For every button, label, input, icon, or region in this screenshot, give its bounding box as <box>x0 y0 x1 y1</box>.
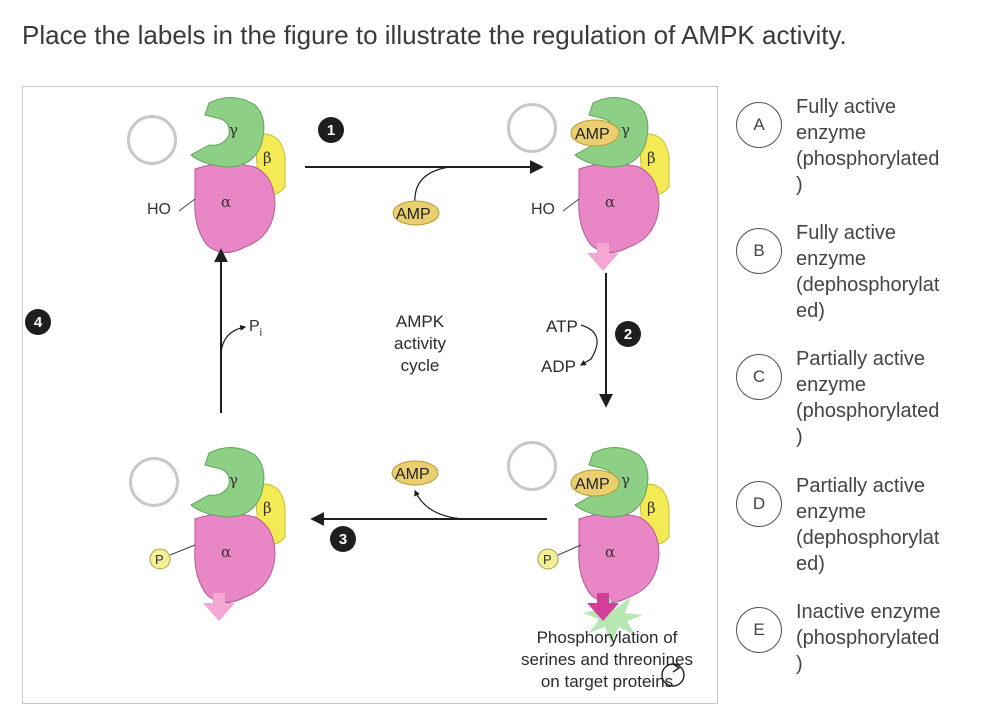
answer-letter: A <box>736 102 782 148</box>
beta-symbol: β <box>647 499 656 517</box>
step-number-4: 4 <box>25 309 51 335</box>
free-amp-in <box>392 200 440 226</box>
gamma-symbol: γ <box>621 471 630 489</box>
beta-symbol: β <box>263 149 272 167</box>
free-amp-out-label: AMP <box>395 466 430 483</box>
caption-line1: Phosphorylation of <box>536 628 678 647</box>
beta-symbol: β <box>263 499 272 517</box>
enzyme-bottom-right <box>537 447 670 643</box>
caption-line2: serines and threonines <box>520 650 693 669</box>
alpha-symbol: α <box>605 193 615 211</box>
cycle-label-line2: activity <box>394 334 446 353</box>
step-number-1: 1 <box>318 117 344 143</box>
alpha-symbol: α <box>221 193 231 211</box>
pi-label: Pi <box>249 318 262 339</box>
drop-target-top-right[interactable] <box>507 103 557 153</box>
alpha-symbol: α <box>221 543 231 561</box>
pi-subscript: i <box>260 327 262 339</box>
ampk-cycle-figure: γ β α HO AMP γ β α HO γ β α P <box>22 86 718 704</box>
gamma-symbol: γ <box>229 121 238 139</box>
alpha-symbol: α <box>605 543 615 561</box>
free-amp-out <box>391 460 439 486</box>
answer-text: Fully active enzyme (phosphorylated) <box>796 96 940 196</box>
gamma-symbol: γ <box>621 121 630 139</box>
pi-p: P <box>249 318 260 335</box>
caption-line3: on target proteins <box>540 672 674 691</box>
phosphate-label: P <box>155 552 164 567</box>
amp-bound-label: AMP <box>575 476 610 493</box>
gamma-symbol: γ <box>229 471 238 489</box>
ho-label: HO <box>531 201 555 218</box>
answer-letter: B <box>736 228 782 274</box>
amp-bound-label: AMP <box>575 126 610 143</box>
enzyme-top-left <box>190 97 286 253</box>
figure-drawing: γ β α HO AMP γ β α HO γ β α P <box>147 97 685 687</box>
cycle-center-label: AMPK activity cycle <box>375 311 465 377</box>
cycle-label-line3: cycle <box>400 356 440 375</box>
answer-letter: D <box>736 481 782 527</box>
answer-letter: E <box>736 607 782 653</box>
free-amp-in-label: AMP <box>396 206 431 223</box>
enzyme-top-right <box>570 97 670 271</box>
atp-label: ATP <box>546 317 578 336</box>
drop-target-top-left[interactable] <box>127 115 177 165</box>
drop-target-bottom-left[interactable] <box>129 457 179 507</box>
enzyme-bottom-left <box>149 447 286 621</box>
beta-symbol: β <box>647 149 656 167</box>
step-number-2: 2 <box>615 321 641 347</box>
phosphorylation-caption: Phosphorylation of serines and threonine… <box>507 627 707 693</box>
step-number-3: 3 <box>330 526 356 552</box>
answer-text: Partially active enzyme (dephosphorylate… <box>796 475 940 575</box>
phosphate-label: P <box>543 552 552 567</box>
question-prompt: Place the labels in the figure to illust… <box>22 20 847 50</box>
adp-label: ADP <box>541 357 576 376</box>
answer-letter: C <box>736 354 782 400</box>
answer-text: Inactive enzyme (phosphorylated) <box>796 601 941 675</box>
answer-text: Fully active enzyme (dephosphorylated) <box>796 222 940 322</box>
answer-text: Partially active enzyme (phosphorylated) <box>796 348 940 448</box>
cycle-label-line1: AMPK <box>395 312 445 331</box>
ho-label: HO <box>147 201 171 218</box>
drop-target-bottom-right[interactable] <box>507 441 557 491</box>
